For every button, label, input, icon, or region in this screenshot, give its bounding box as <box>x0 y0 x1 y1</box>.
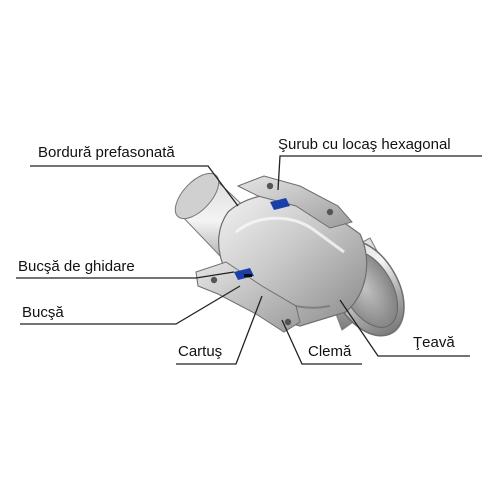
label-surub-hexagonal: Şurub cu locaş hexagonal <box>278 136 451 153</box>
leader-clema <box>281 319 362 365</box>
leader-bordura <box>30 165 239 207</box>
label-bucsa-de-ghidare: Bucşă de ghidare <box>18 258 135 275</box>
label-teava: Ţeavă <box>413 334 455 351</box>
label-clema: Clemă <box>308 343 352 360</box>
label-bucsa: Bucşă <box>22 304 64 321</box>
gasket-marks <box>234 198 290 280</box>
leader-teava <box>339 299 470 357</box>
top-flange <box>236 175 353 229</box>
leader-bucsa-ghidare <box>16 271 235 279</box>
leader-surub <box>277 155 482 191</box>
label-bordura-prefasonata: Bordură prefasonată <box>38 144 175 161</box>
leader-cartus <box>176 295 263 365</box>
leader-bucsa <box>20 285 241 325</box>
leader-lines <box>16 155 482 365</box>
label-cartus: Cartuş <box>178 343 223 360</box>
